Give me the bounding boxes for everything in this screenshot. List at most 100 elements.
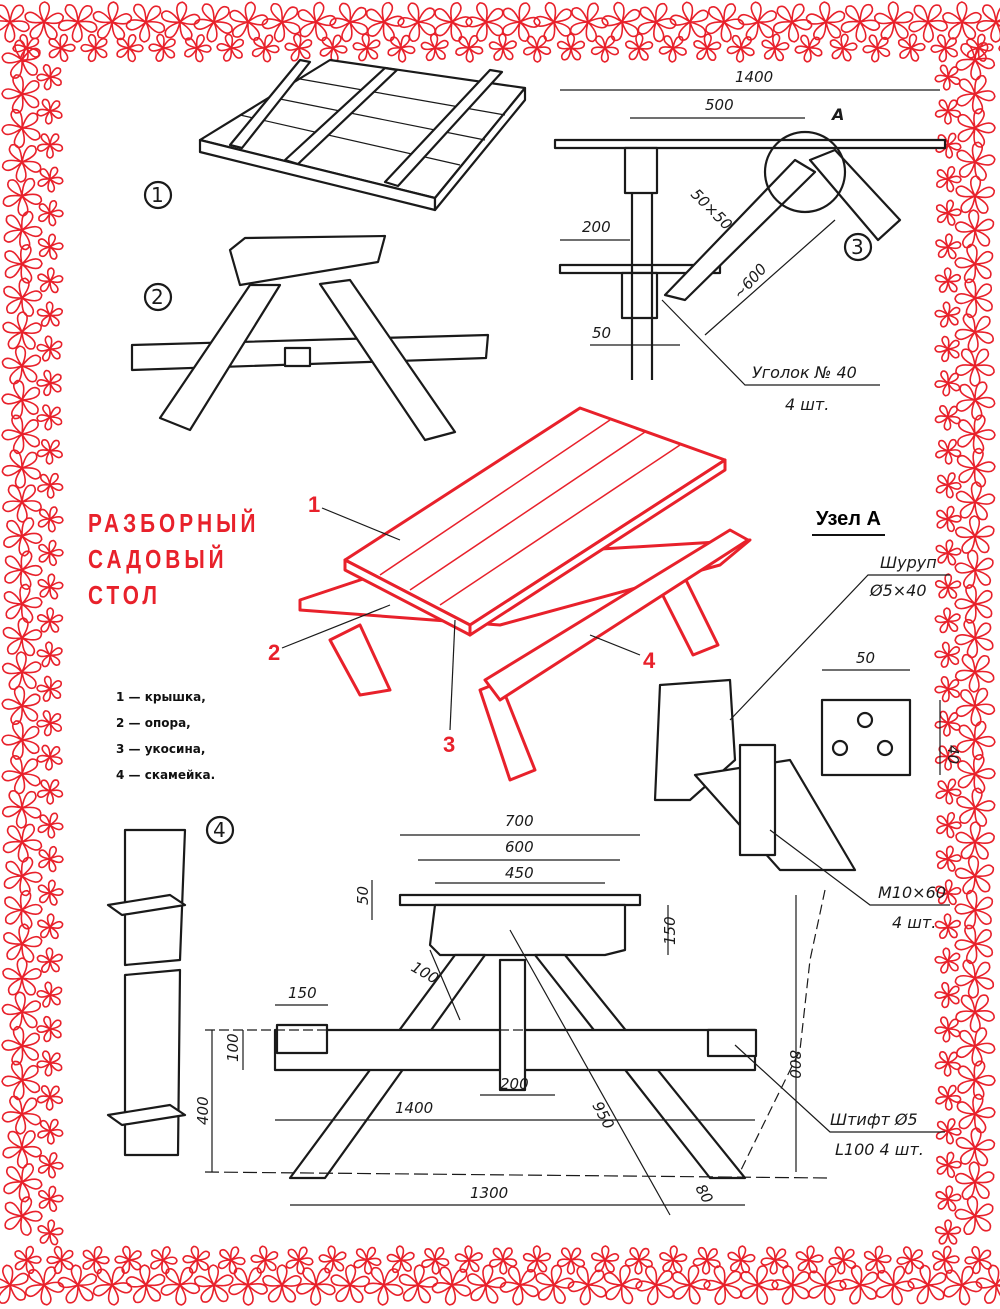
- legend-item: 2 — опора,: [116, 716, 191, 730]
- leaf-ornament: [330, 1264, 371, 1303]
- leaf-ornament: [2, 957, 42, 996]
- leaf-ornament: [37, 913, 64, 940]
- leaf-ornament: [556, 33, 586, 61]
- leaf-ornament: [934, 607, 961, 634]
- leaf-ornament: [37, 1219, 64, 1246]
- leaf-ornament: [932, 1245, 960, 1274]
- part-label-4: 4: [643, 648, 656, 673]
- leaf-ornament: [37, 1152, 64, 1179]
- dim-800: 800: [786, 1050, 804, 1079]
- dim-600: ~600: [730, 260, 771, 303]
- leaf-ornament: [488, 33, 517, 61]
- leaf-ornament: [955, 481, 996, 521]
- leaf-ornament: [659, 1245, 688, 1273]
- leaf-ornament: [693, 33, 722, 61]
- title-line-2: САДОВЫЙ: [88, 544, 228, 574]
- leaf-ornament: [1, 651, 42, 690]
- leaf-ornament: [954, 278, 993, 319]
- leaf-ornament: [794, 34, 823, 63]
- leaf-ornament: [840, 3, 881, 43]
- leaf-ornament: [966, 33, 994, 62]
- leaf-ornament: [216, 33, 245, 62]
- leaf-ornament: [934, 335, 960, 363]
- leaf-ornament: [160, 1, 201, 41]
- leaf-ornament: [499, 1266, 539, 1306]
- leaf-ornament: [3, 210, 43, 251]
- dim-200: 200: [582, 218, 611, 236]
- leaf-ornament: [467, 1264, 507, 1304]
- leaf-ornament: [36, 710, 63, 737]
- leaf-ornament: [957, 414, 996, 455]
- leaf-ornament: [829, 33, 858, 62]
- leaf-ornament: [934, 1016, 961, 1043]
- leaf-ornament: [957, 1060, 996, 1101]
- leaf-ornament: [740, 1265, 779, 1305]
- leaf-ornament: [956, 1093, 996, 1134]
- dim-100: 100: [224, 1033, 242, 1062]
- leaf-ornament: [935, 472, 962, 499]
- node-a-title: Узел А: [812, 508, 885, 536]
- leaf-ornament: [934, 710, 961, 737]
- leaf-ornament: [25, 1266, 65, 1306]
- leaf-ornament: [2, 823, 43, 863]
- leaf-ornament: [934, 64, 961, 91]
- pin-qty: L100 4 шт.: [835, 1140, 924, 1159]
- leaf-ornament: [956, 141, 996, 181]
- leaf-ornament: [569, 2, 609, 43]
- leaf-ornament: [2, 617, 43, 657]
- leaf-ornament: [934, 404, 961, 431]
- leaf-ornament: [934, 370, 961, 397]
- leaf-ornament: [36, 133, 64, 159]
- leaf-ornament: [726, 34, 755, 63]
- angle-qty: 4 шт.: [785, 395, 829, 414]
- dim-450: 450: [505, 864, 534, 882]
- leaf-ornament: [193, 3, 233, 43]
- dim-node-50: 50: [856, 649, 875, 667]
- leaf-ornament: [635, 1265, 675, 1306]
- leaf-ornament: [3, 923, 43, 963]
- leaf-ornament: [954, 209, 995, 249]
- leaf-ornament: [954, 924, 994, 965]
- leaf-ornament: [1, 790, 42, 829]
- leaf-ornament: [36, 1085, 64, 1111]
- leaf-ornament: [954, 618, 994, 659]
- leaf-ornament: [3, 583, 43, 624]
- leaf-ornament: [975, 1264, 1000, 1304]
- leaf-ornament: [772, 3, 813, 43]
- leaf-ornament: [38, 539, 64, 567]
- leaf-ornament: [46, 1245, 74, 1275]
- leaf-ornament: [935, 1084, 962, 1111]
- leaf-ornament: [36, 607, 64, 633]
- leaf-ornament: [935, 233, 962, 260]
- leaf-ornament: [1, 143, 42, 183]
- leaf-ornament: [3, 277, 43, 317]
- dim-node-40: 40: [944, 745, 962, 764]
- leaf-ornament: [36, 439, 63, 465]
- leaf-ornament: [896, 1246, 925, 1275]
- leaf-ornament: [1, 108, 41, 149]
- leaf-ornament: [125, 3, 166, 43]
- leaf-ornament: [318, 1245, 347, 1274]
- leaf-ornament: [955, 1127, 996, 1167]
- leaf-ornament: [964, 1246, 992, 1275]
- leaf-ornament: [57, 1264, 98, 1304]
- leaf-ornament: [957, 754, 996, 794]
- leaf-ornament: [955, 821, 995, 860]
- leaf-ornament: [669, 1, 709, 41]
- node-a-detail: 50 40 Шуруп Ø5×40 М10×60 4 шт.: [653, 553, 962, 932]
- leaf-ornament: [954, 889, 994, 930]
- leaf-ornament: [0, 4, 30, 43]
- figure-2-support: 2: [130, 234, 490, 442]
- title-line-3: СТОЛ: [88, 580, 161, 610]
- leaf-ornament: [955, 687, 996, 727]
- leaf-ornament: [2, 484, 42, 523]
- leaf-ornament: [36, 369, 62, 397]
- leaf-ornament: [502, 2, 541, 42]
- leaf-ornament: [955, 175, 996, 214]
- leaf-ornament: [284, 33, 313, 62]
- leaf-ornament: [363, 1266, 404, 1306]
- leaf-ornament: [116, 33, 144, 63]
- legend-item: 4 — скамейка.: [116, 768, 216, 782]
